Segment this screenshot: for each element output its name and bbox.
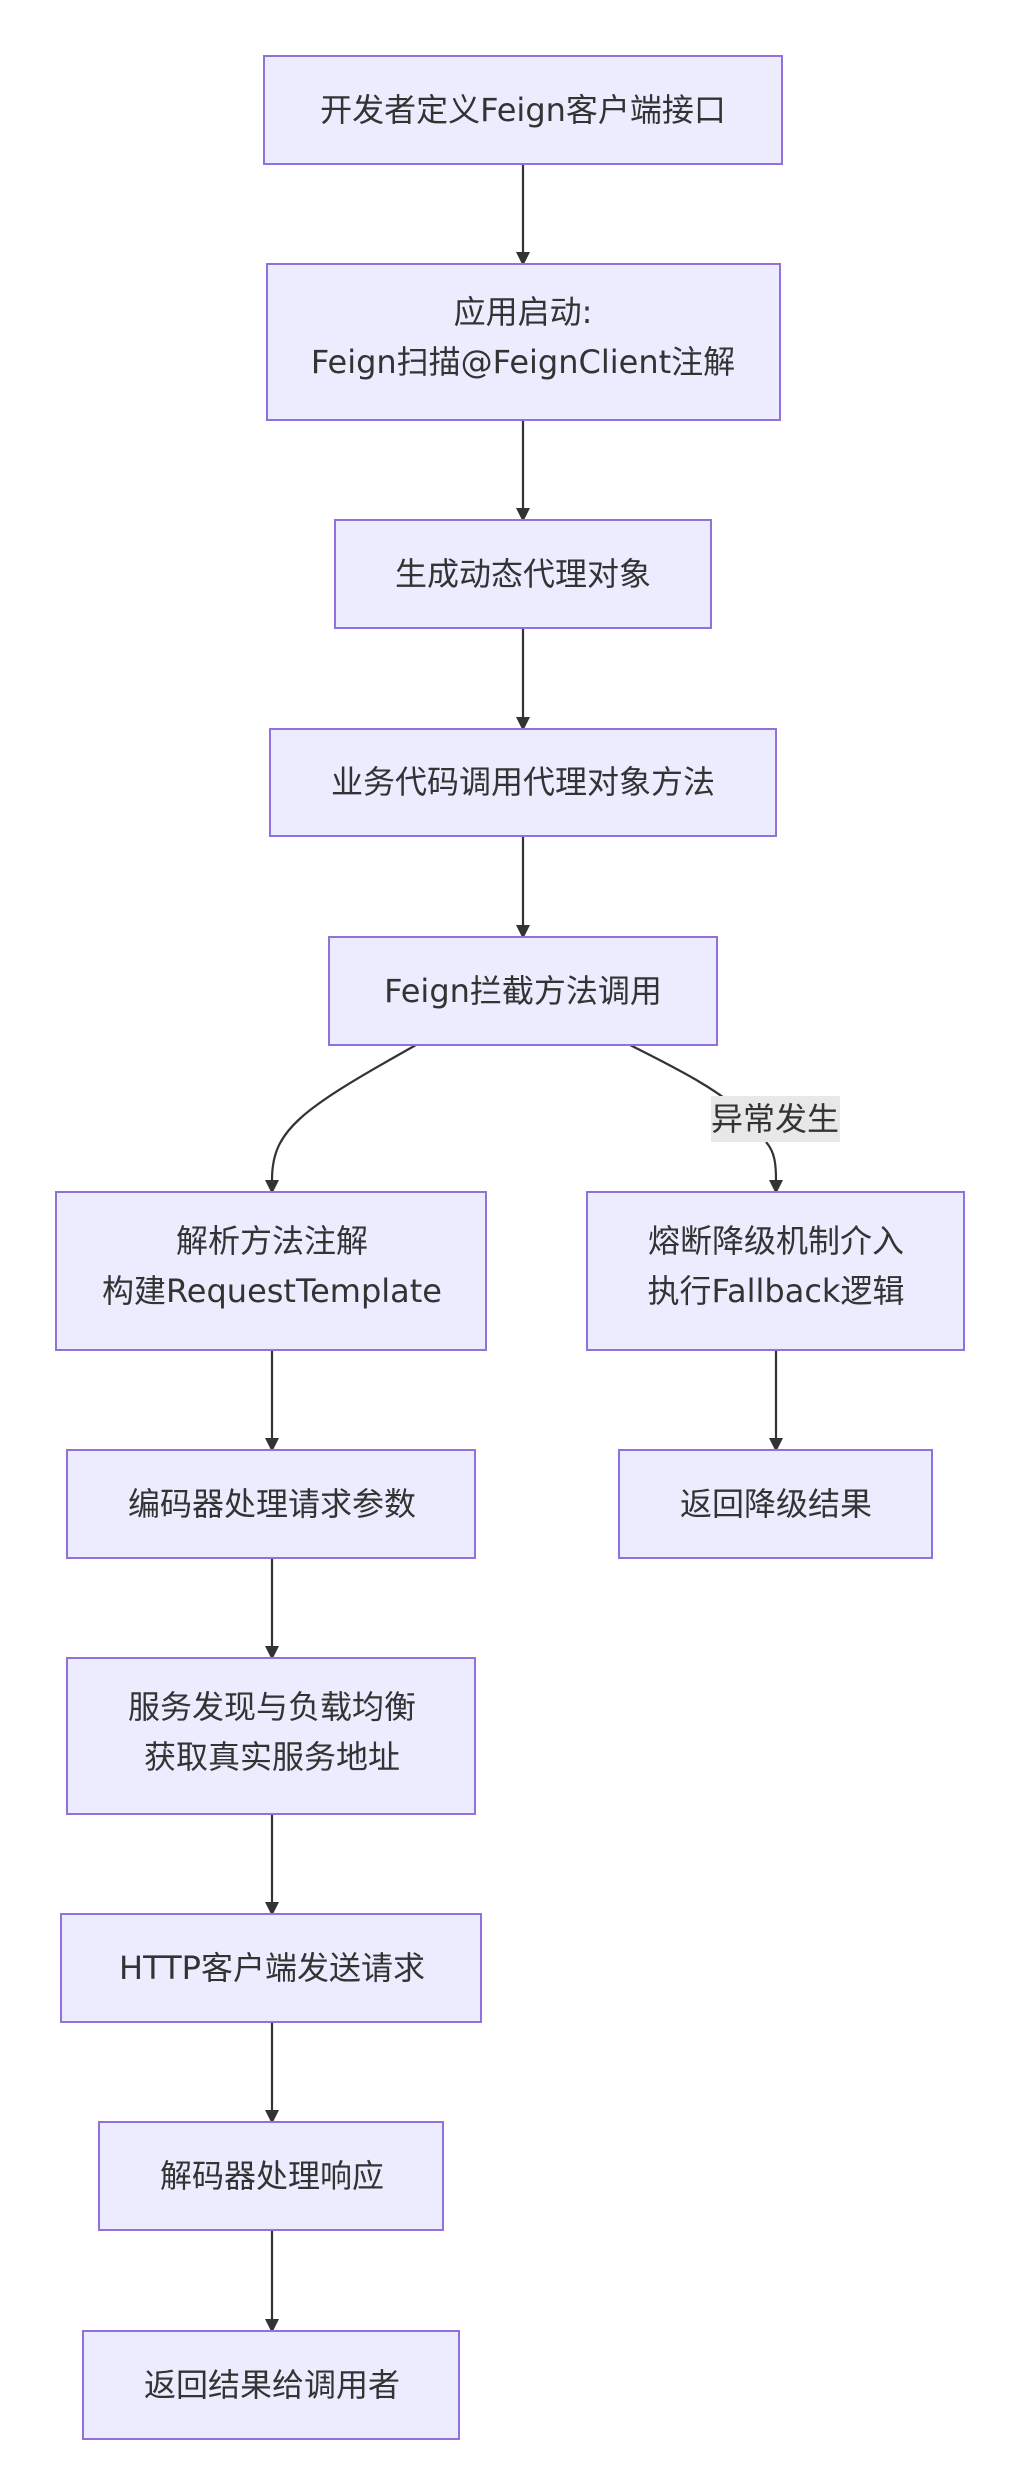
node-http-client: HTTP客户端发送请求 <box>60 1913 482 2023</box>
node-decoder: 解码器处理响应 <box>98 2121 444 2231</box>
node-return-result-text: 返回结果给调用者 <box>144 2366 400 2404</box>
edge-discovery-http <box>265 1814 279 1916</box>
node-app-startup: 应用启动: Feign扫描@FeignClient注解 <box>266 263 781 421</box>
node-invoke-proxy-text: 业务代码调用代理对象方法 <box>331 763 715 801</box>
edges: 异常发生 <box>265 164 840 2333</box>
node-circuit-breaker-line2: 执行Fallback逻辑 <box>648 1272 905 1310</box>
node-encoder: 编码器处理请求参数 <box>66 1449 476 1559</box>
node-circuit-breaker-line1: 熔断降级机制介入 <box>648 1222 904 1260</box>
edge-http-decode <box>265 2022 279 2124</box>
node-service-discovery: 服务发现与负载均衡 获取真实服务地址 <box>66 1657 476 1815</box>
edge-startup-proxy <box>516 420 530 522</box>
edge-encode-discovery <box>265 1558 279 1660</box>
edge-parse-encode <box>265 1350 279 1452</box>
node-feign-intercept-text: Feign拦截方法调用 <box>384 972 662 1010</box>
edge-define-startup <box>516 164 530 266</box>
node-service-discovery-line2: 获取真实服务地址 <box>144 1738 400 1776</box>
node-parse-annotations: 解析方法注解 构建RequestTemplate <box>55 1191 487 1351</box>
edge-fallback-degrade <box>769 1350 783 1452</box>
node-define-interface: 开发者定义Feign客户端接口 <box>263 55 783 165</box>
node-generate-proxy: 生成动态代理对象 <box>334 519 712 629</box>
node-generate-proxy-text: 生成动态代理对象 <box>395 555 651 593</box>
node-invoke-proxy: 业务代码调用代理对象方法 <box>269 728 777 837</box>
node-define-interface-text: 开发者定义Feign客户端接口 <box>320 91 726 129</box>
node-return-result: 返回结果给调用者 <box>82 2330 460 2440</box>
node-parse-annotations-line1: 解析方法注解 <box>176 1222 368 1260</box>
edge-label-exception: 异常发生 <box>711 1096 840 1142</box>
node-degrade-result-text: 返回降级结果 <box>680 1485 872 1523</box>
node-degrade-result: 返回降级结果 <box>618 1449 933 1559</box>
node-feign-intercept: Feign拦截方法调用 <box>328 936 718 1046</box>
node-decoder-text: 解码器处理响应 <box>160 2157 384 2195</box>
node-parse-annotations-line2: 构建RequestTemplate <box>102 1272 442 1310</box>
edge-intercept-parse <box>265 1044 417 1194</box>
edge-invoke-intercept <box>516 836 530 939</box>
node-app-startup-line1: 应用启动: <box>454 293 593 331</box>
node-app-startup-line2: Feign扫描@FeignClient注解 <box>311 343 735 381</box>
node-encoder-text: 编码器处理请求参数 <box>128 1485 416 1523</box>
node-service-discovery-line1: 服务发现与负载均衡 <box>128 1688 416 1726</box>
edge-decode-return <box>265 2230 279 2333</box>
node-circuit-breaker: 熔断降级机制介入 执行Fallback逻辑 <box>586 1191 965 1351</box>
nodes: 开发者定义Feign客户端接口 应用启动: Feign扫描@FeignClien… <box>55 55 965 2440</box>
edge-label-exception-text: 异常发生 <box>711 1100 839 1138</box>
edge-proxy-invoke <box>516 628 530 731</box>
node-http-client-text: HTTP客户端发送请求 <box>119 1949 425 1987</box>
